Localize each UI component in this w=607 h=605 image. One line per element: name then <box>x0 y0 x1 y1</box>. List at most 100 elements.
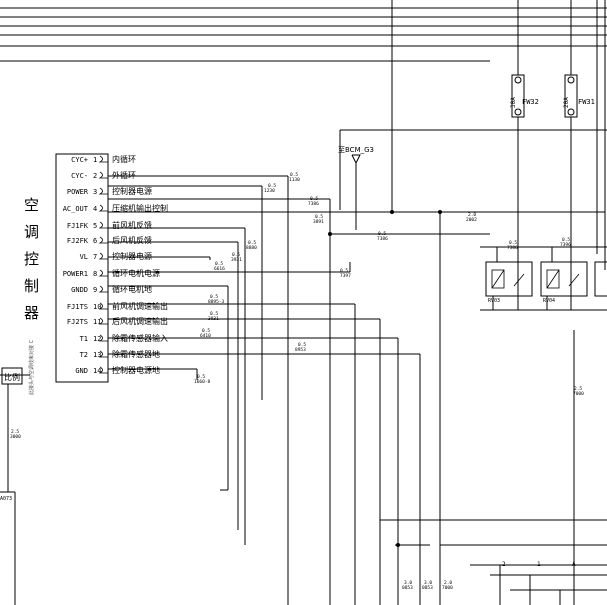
bottom-wire-label: 0853 <box>402 585 413 591</box>
bottom-mark: 2 <box>502 561 506 568</box>
wire-label: 7386 <box>507 245 518 251</box>
pin-terminal <box>98 366 108 374</box>
wire-label: 6410 <box>200 333 211 339</box>
left-small-text: 此接头与空调线束对接 C <box>28 339 35 395</box>
pin-name: FJ1FK <box>67 222 89 230</box>
bottom-wire-label: 3.0 <box>404 580 412 586</box>
wire-label: 0.5 <box>315 214 323 220</box>
pin-terminal <box>98 269 108 277</box>
connector-label: 至BCM_G3 <box>338 146 374 154</box>
wire-label: 0.5 <box>310 196 318 202</box>
wire-label: 0.5 <box>210 311 218 317</box>
fuse-rating-fw31: 20A <box>563 97 570 108</box>
fuse-id-fw32: FW32 <box>522 98 539 106</box>
left-wire: 2.5 <box>11 429 19 435</box>
pin-number: 8 <box>93 270 97 278</box>
wire-label: 0.5 <box>202 328 210 334</box>
pin-terminal <box>98 171 108 179</box>
pin-name: POWER1 <box>63 270 88 278</box>
relay-label-2: RV04 <box>543 298 555 304</box>
pin-terminal <box>98 302 108 310</box>
pin-name: VL <box>80 253 88 261</box>
pin-number: 2 <box>93 172 97 180</box>
pin-name: AC_OUT <box>63 205 89 213</box>
pin-name: T1 <box>80 335 88 343</box>
pin-number: 13 <box>93 351 101 359</box>
pin-terminal <box>98 236 108 244</box>
pin-description: 除霜传感器输入 <box>112 333 168 343</box>
bottom-mark: 1 <box>537 561 541 568</box>
wire-label: 7397 <box>340 273 351 279</box>
pin-name: GNDD <box>71 286 88 294</box>
wire-label: 0.5 <box>290 172 298 178</box>
wire-label: 8953 <box>295 347 306 353</box>
pin-number: 5 <box>93 222 97 230</box>
pin-terminal <box>98 317 108 325</box>
wire-label: 0.5 <box>232 252 240 258</box>
wire-label: 6616 <box>214 266 225 272</box>
bottom-wire-label: 7000 <box>442 585 453 591</box>
controller-title-char: 空 <box>24 196 39 214</box>
controller-title-char: 控 <box>24 250 39 268</box>
wire-label: 1130 <box>289 177 300 183</box>
pin-description: 外循环 <box>112 170 136 180</box>
pin-description: 前风机调速输出 <box>112 301 168 311</box>
wire-label: 0.5 <box>197 374 205 380</box>
pin-name: CYC+ <box>71 156 88 164</box>
fuse-id-fw31: FW31 <box>578 98 595 106</box>
controller-title-char: 器 <box>24 304 39 322</box>
pin-number: 9 <box>93 286 97 294</box>
bottom-mark: A <box>572 561 576 568</box>
pin-name: POWER <box>67 188 89 196</box>
pin-name: FJ2TS <box>67 318 88 326</box>
pin-number: 6 <box>93 237 97 245</box>
wire-label: 3931 <box>231 257 242 263</box>
pin-description: 控制器电源 <box>112 251 152 261</box>
pin-number: 11 <box>93 318 101 326</box>
pin-number: 10 <box>93 303 101 311</box>
pin-name: FJ1TS <box>67 303 88 311</box>
relay-label-1: RV03 <box>488 298 500 304</box>
pin-description: 循环电机地 <box>112 284 152 294</box>
bottom-wire-label: 2.0 <box>444 580 452 586</box>
wire-label: 7000 <box>573 391 584 397</box>
pin-terminal <box>98 221 108 229</box>
pin-terminal <box>98 350 108 358</box>
wire-label: 3931 <box>208 316 219 322</box>
controller-title-char: 调 <box>24 223 39 241</box>
pin-description: 压缩机输出控制 <box>112 203 168 213</box>
pin-name: FJ2FK <box>67 237 89 245</box>
wire-label: 0.5 <box>562 237 570 243</box>
pin-description: 除霜传感器地 <box>112 349 160 359</box>
pin-number: 12 <box>93 335 101 343</box>
pin-description: 后风机调速输出 <box>112 316 168 326</box>
wire-label: 3891 <box>313 219 324 225</box>
wire-label: 8895-3 <box>208 299 225 305</box>
wire-label: 0.5 <box>215 261 223 267</box>
wire-label: 8880 <box>246 245 257 251</box>
controller-title-char: 制 <box>24 277 39 295</box>
wire-label: 0.5 <box>378 231 386 237</box>
pin-terminal <box>98 155 108 163</box>
bottom-wire-label: 0853 <box>422 585 433 591</box>
pin-number: 1 <box>93 156 97 164</box>
left-block-label: 比例 <box>4 372 20 382</box>
wire-label: 7386 <box>377 236 388 242</box>
wire-label: 0.5 <box>340 268 348 274</box>
relay-2 <box>546 269 580 289</box>
pin-name: GND <box>75 367 88 375</box>
wire-label: 7386 <box>308 201 319 207</box>
bottom-wire-label: 3.0 <box>424 580 432 586</box>
wire-label: 2.5 <box>574 386 582 392</box>
pin-number: 14 <box>93 367 101 375</box>
pin-description: 循环电机电源 <box>112 268 160 278</box>
pin-terminal <box>98 204 108 212</box>
fuse-rating-fw32: 30A <box>510 97 517 108</box>
pin-name: CYC- <box>71 172 88 180</box>
wire-label: 0.5 <box>298 342 306 348</box>
wire-label: 0.5 <box>268 183 276 189</box>
pin-description: 前风机反馈 <box>112 220 152 230</box>
pin-name: T2 <box>80 351 88 359</box>
pin-terminal <box>98 187 108 195</box>
